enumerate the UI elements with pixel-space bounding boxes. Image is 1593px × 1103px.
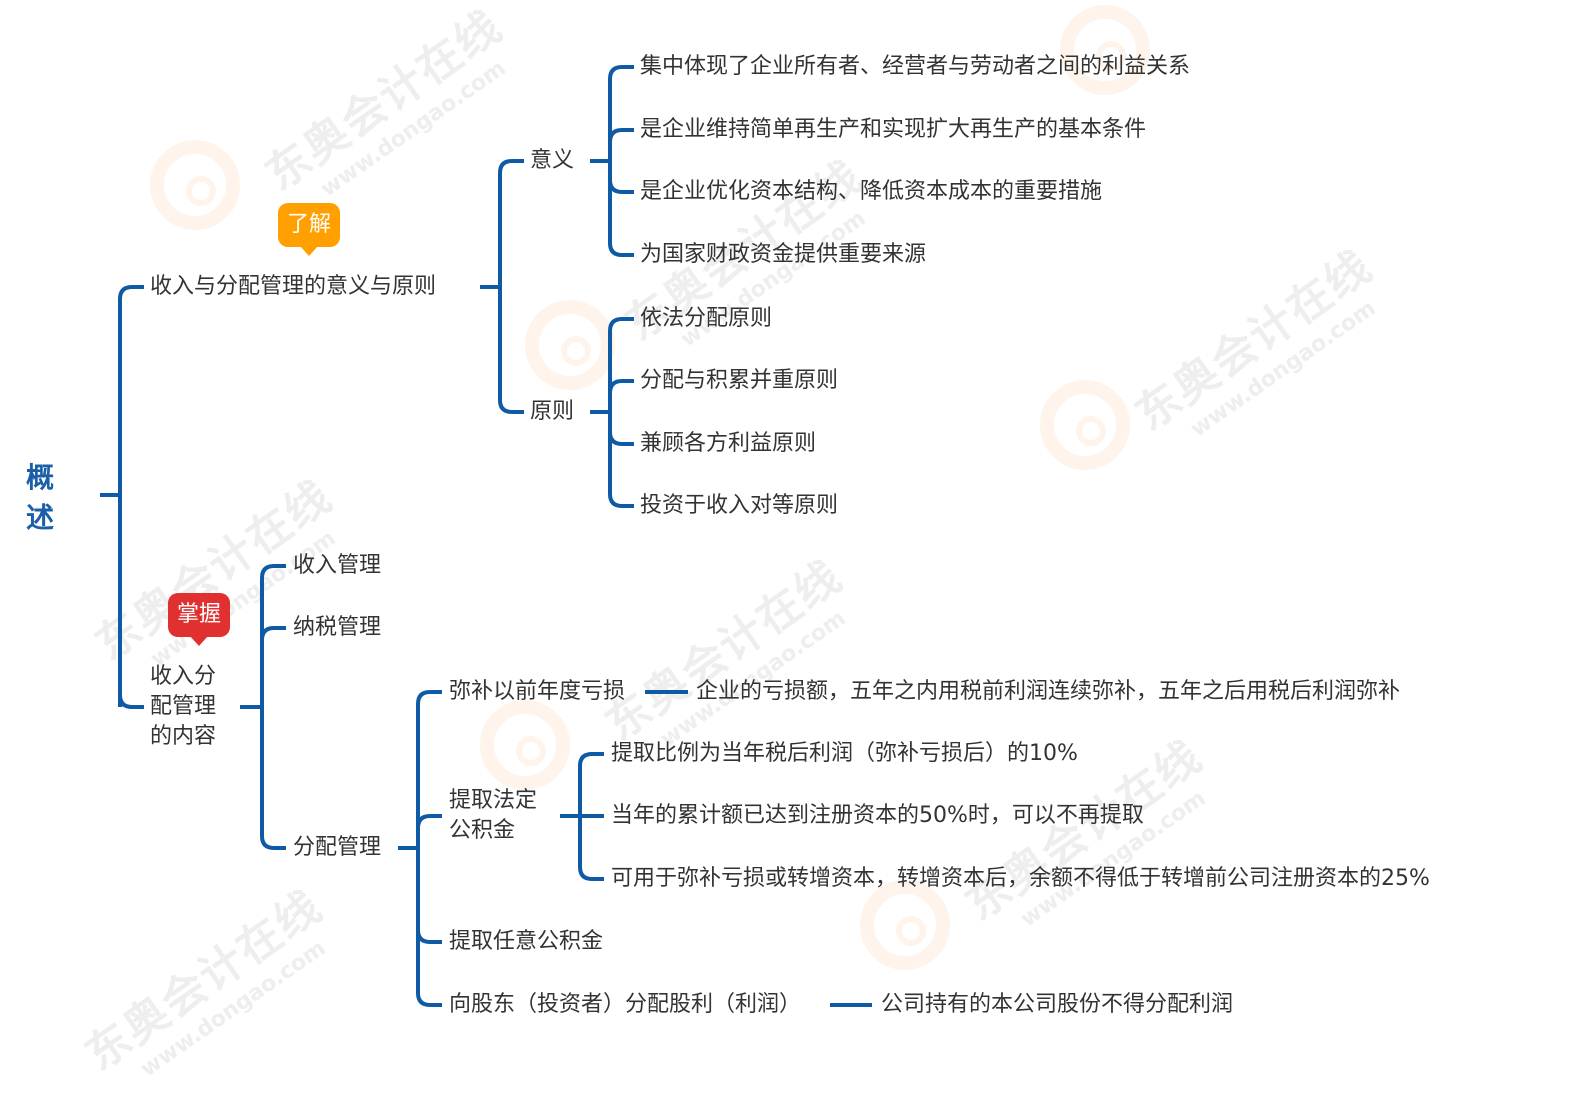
statutory-reserve-item: 可用于弥补亏损或转增资本，转增资本后，余额不得低于转增前公司注册资本的25%	[611, 866, 1430, 891]
connector-spine-main-lower	[118, 495, 144, 709]
meaning-item: 集中体现了企业所有者、经营者与劳动者之间的利益关系	[640, 54, 1191, 79]
loss-offset-note: 企业的亏损额，五年之内用税前利润连续弥补，五年之后用税后利润弥补	[696, 679, 1401, 704]
topic-dividends: 向股东（投资者）分配股利（利润）	[449, 992, 802, 1017]
topic-content: 收入分 配管理 的内容	[150, 664, 217, 749]
principle-item: 投资于收入对等原则	[640, 493, 839, 518]
root-topic: 概述	[25, 461, 54, 534]
topic-principles: 原则	[530, 399, 575, 424]
principle-item: 兼顾各方利益原则	[640, 431, 817, 456]
principle-item: 分配与积累并重原则	[640, 368, 839, 393]
connector-spine-main	[118, 285, 144, 707]
meaning-item: 是企业优化资本结构、降低资本成本的重要措施	[640, 179, 1103, 204]
badge-master: 掌握	[168, 593, 231, 646]
topic-discretionary-reserve: 提取任意公积金	[449, 929, 604, 954]
topic-statutory-reserve: 提取法定 公积金	[449, 788, 538, 843]
statutory-reserve-item: 当年的累计额已达到注册资本的50%时，可以不再提取	[611, 803, 1144, 828]
connector-b1-spine	[498, 159, 524, 400]
topic-income-mgmt: 收入管理	[293, 553, 382, 578]
topic-meaning-principles: 收入与分配管理的意义与原则	[150, 274, 437, 299]
principle-item: 依法分配原则	[640, 306, 773, 331]
meaning-item: 为国家财政资金提供重要来源	[640, 242, 927, 267]
topic-meaning: 意义	[530, 148, 575, 173]
topic-tax-mgmt: 纳税管理	[293, 615, 382, 640]
meaning-item: 是企业维持简单再生产和实现扩大再生产的基本条件	[640, 117, 1147, 142]
statutory-reserve-item: 提取比例为当年税后利润（弥补亏损后）的10%	[611, 741, 1078, 766]
topic-distribution-mgmt: 分配管理	[293, 835, 382, 860]
connector-b1-spine-lower	[498, 287, 524, 414]
topic-loss-offset: 弥补以前年度亏损	[449, 679, 626, 704]
badge-understand: 了解	[278, 203, 341, 256]
connector-lines	[100, 65, 872, 1007]
dividends-note: 公司持有的本公司股份不得分配利润	[881, 992, 1234, 1017]
